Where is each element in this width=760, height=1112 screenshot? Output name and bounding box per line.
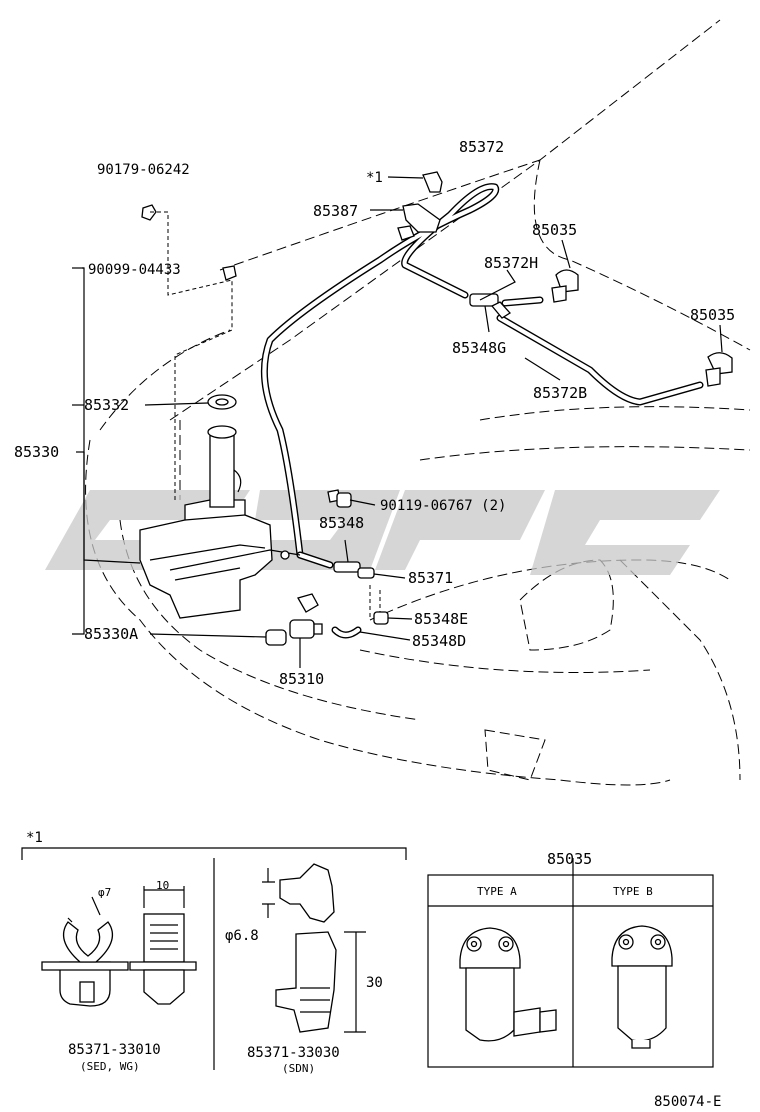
label-85348e: 85348E: [414, 610, 468, 628]
dim-30: 30: [366, 975, 383, 991]
label-90179-06242: 90179-06242: [97, 162, 190, 178]
connector-85348e: [373, 611, 389, 625]
label-star1-clip: *1: [366, 170, 383, 186]
nozzle-type-a-header: TYPE A: [477, 885, 517, 898]
label-85310: 85310: [279, 670, 324, 688]
nozzle-85035-a: [551, 269, 579, 303]
washer-tank: [139, 425, 301, 619]
label-85330a: 85330A: [84, 625, 138, 643]
clip-b-part-note: (SDN): [282, 1062, 315, 1075]
clip-a-part-note: (SED, WG): [80, 1060, 140, 1073]
diagram-code: 850074-E: [654, 1094, 721, 1110]
detail-nozzle-panel: 85035 TYPE A TYPE B: [427, 850, 714, 1068]
detail-clip-panel: *1 φ7 10 φ6.8: [21, 830, 407, 1075]
guide-lines: [150, 211, 381, 618]
connector-85348g: [469, 293, 512, 319]
label-90119-06767: 90119-06767 (2): [380, 498, 506, 514]
clip-star1: [422, 171, 443, 193]
leader-lines: [72, 176, 723, 668]
label-85348d: 85348D: [412, 632, 466, 650]
clip-85387: [397, 203, 441, 241]
dim-phi6-8: φ6.8: [225, 928, 259, 944]
clip-90099: [222, 265, 237, 281]
clip-a-part-number: 85371-33010: [68, 1042, 161, 1058]
nozzle-type-b-drawing: [611, 925, 673, 1049]
check-valve-85348: [333, 561, 375, 579]
label-85371: 85371: [408, 569, 453, 587]
label-85387: 85387: [313, 202, 358, 220]
dim-phi7: φ7: [98, 886, 111, 899]
hose-lines: [260, 183, 704, 639]
cap-gasket: [207, 394, 237, 410]
label-85035-a: 85035: [532, 221, 577, 239]
clip-b-part-number: 85371-33030: [247, 1045, 340, 1061]
label-90099-04433: 90099-04433: [88, 262, 181, 278]
label-85372h: 85372H: [484, 254, 538, 272]
bolt-90119: [327, 489, 352, 508]
vehicle-outline: [85, 19, 751, 786]
label-85372: 85372: [459, 138, 504, 156]
nozzle-panel-title: 85035: [547, 850, 592, 868]
label-85348g: 85348G: [452, 339, 506, 357]
label-85332: 85332: [84, 396, 129, 414]
clip-a-front-view: φ7: [41, 886, 129, 1007]
nozzle-type-b-header: TYPE B: [613, 885, 653, 898]
nozzle-type-a-drawing: [459, 927, 557, 1042]
clip-a-side-view: 10: [129, 879, 197, 1005]
label-85372b: 85372B: [533, 384, 587, 402]
label-85035-b: 85035: [690, 306, 735, 324]
label-85330: 85330: [14, 443, 59, 461]
bolt-90179: [141, 204, 157, 221]
detail-clip-marker: *1: [26, 830, 43, 846]
nozzle-85035-b: [705, 352, 733, 387]
label-85348: 85348: [319, 514, 364, 532]
grommet-85330a: [265, 629, 287, 646]
pump-85310: [289, 593, 323, 639]
dim-10: 10: [156, 879, 169, 892]
clip-b-view: φ6.8 30: [225, 863, 383, 1033]
callout-labels: 90179-06242 *1 85372 85387 85035 90099-0…: [14, 138, 735, 688]
